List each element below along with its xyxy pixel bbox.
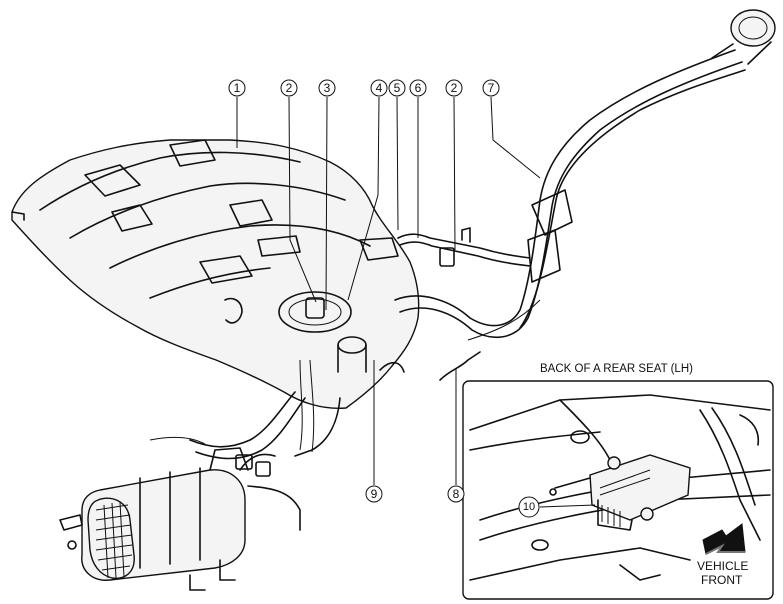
callout-9: 9 — [365, 485, 383, 503]
fuel-tank — [11, 139, 420, 410]
callout-label: 2 — [286, 81, 293, 95]
inset-title: BACK OF A REAR SEAT (LH) — [540, 363, 693, 375]
callout-1: 1 — [228, 79, 246, 97]
callout-label: 5 — [394, 81, 401, 95]
leader-lines — [236, 96, 596, 508]
callout-label: 6 — [415, 81, 422, 95]
evaporative-hoses — [189, 227, 531, 460]
callout-3: 3 — [318, 79, 336, 97]
control-module — [549, 454, 691, 531]
callout-label: 10 — [523, 501, 535, 513]
callout-10: 10 — [518, 496, 540, 518]
callout-6: 6 — [409, 79, 427, 97]
fuel-filler-cap — [730, 9, 776, 47]
callout-label: 2 — [451, 81, 458, 95]
callout-8: 8 — [447, 485, 465, 503]
callout-label: 3 — [324, 81, 331, 95]
vehicle-front-label-line2: FRONT — [701, 573, 743, 587]
callout-label: 9 — [371, 487, 378, 501]
callout-7: 7 — [482, 79, 500, 97]
inset-panel: BACK OF A REAR SEAT (LH) VEHICL — [462, 363, 774, 600]
callout-2-second: 2 — [445, 79, 463, 97]
callout-label: 4 — [376, 81, 383, 95]
callout-2: 2 — [280, 79, 298, 97]
vehicle-front-arrow-icon — [702, 523, 746, 555]
callouts: 1 2 3 4 5 6 2 7 9 8 10 — [228, 79, 540, 518]
vehicle-front-label-line1: VEHICLE — [697, 559, 748, 573]
callout-4: 4 — [370, 79, 388, 97]
callout-label: 8 — [453, 487, 460, 501]
fuel-filler-pipe — [394, 9, 776, 381]
callout-label: 7 — [488, 81, 495, 95]
callout-5: 5 — [388, 79, 406, 97]
callout-label: 1 — [234, 81, 241, 95]
charcoal-canister — [59, 436, 301, 591]
